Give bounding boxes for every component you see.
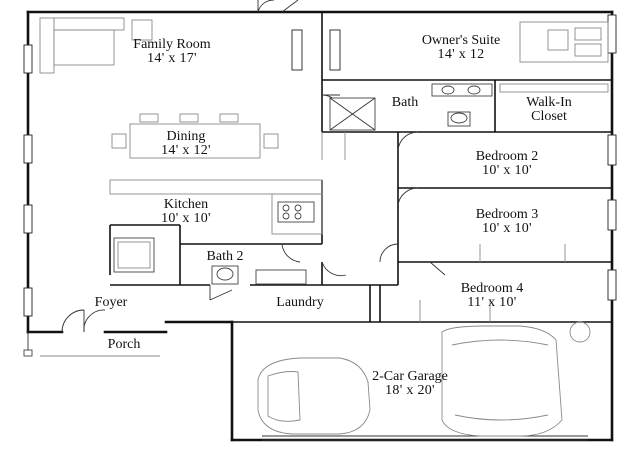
bedroom4-label: Bedroom 4 11' x 10' [461,282,524,310]
kitchen-name: Kitchen [163,197,209,212]
owners-bath-fixtures [329,83,609,131]
dining-label: Dining 14' x 12' [161,130,211,158]
bedroom-closets [321,132,566,322]
owners-bed [519,21,609,63]
garage-name: 2-Car Garage [372,369,448,384]
bedroom2-name: Bedroom 2 [475,149,539,164]
foyer-label: Foyer [95,296,128,310]
garage-dims: 18' x 20' [385,383,435,398]
porch-steps [23,332,160,357]
bath2-name: Bath 2 [206,249,244,264]
bedroom2-dims: 10' x 10' [482,163,532,178]
interior-walls [109,12,612,323]
owners-suite-dims: 14' x 12 [437,47,485,62]
bath2-label: Bath 2 [207,250,244,264]
dining-table [111,113,279,159]
bedroom3-dims: 10' x 10' [482,221,532,236]
walk-in-line2: Closet [531,109,567,124]
family-room-dims: 14' x 17' [147,51,197,66]
kitchen-dims: 10' x 10' [161,211,211,226]
kitchen-counters [109,179,323,235]
windows [23,14,617,317]
bedroom4-dims: 11' x 10' [467,295,517,310]
bedroom2-label: Bedroom 2 10' x 10' [476,150,539,178]
owners-suite-label: Owner's Suite 14' x 12 [422,34,500,62]
laundry-name: Laundry [276,295,324,310]
bedroom3-label: Bedroom 3 10' x 10' [476,208,539,236]
walk-in-line1: Walk-In [526,95,572,110]
garage-cars [257,325,563,437]
walk-in-closet-label: Walk-In Closet [526,96,572,124]
bath-label: Bath [392,96,418,110]
garage-door [262,435,588,441]
laundry-label: Laundry [276,296,323,310]
family-room-label: Family Room 14' x 17' [133,38,210,66]
bath-name: Bath [391,95,419,110]
owners-suite-name: Owner's Suite [421,33,501,48]
water-heater [569,321,591,343]
family-room-name: Family Room [133,37,211,52]
bedroom3-name: Bedroom 3 [475,207,539,222]
kitchen-label: Kitchen 10' x 10' [161,198,211,226]
bath2-fixtures [113,237,307,285]
dining-name: Dining [166,129,206,144]
family-room-furniture [39,17,153,74]
porch-name: Porch [107,337,141,352]
garage-label: 2-Car Garage 18' x 20' [372,370,448,398]
dining-dims: 14' x 12' [161,143,211,158]
foyer-name: Foyer [94,295,128,310]
bedroom4-name: Bedroom 4 [460,281,524,296]
porch-label: Porch [108,338,141,352]
doors [61,0,446,333]
